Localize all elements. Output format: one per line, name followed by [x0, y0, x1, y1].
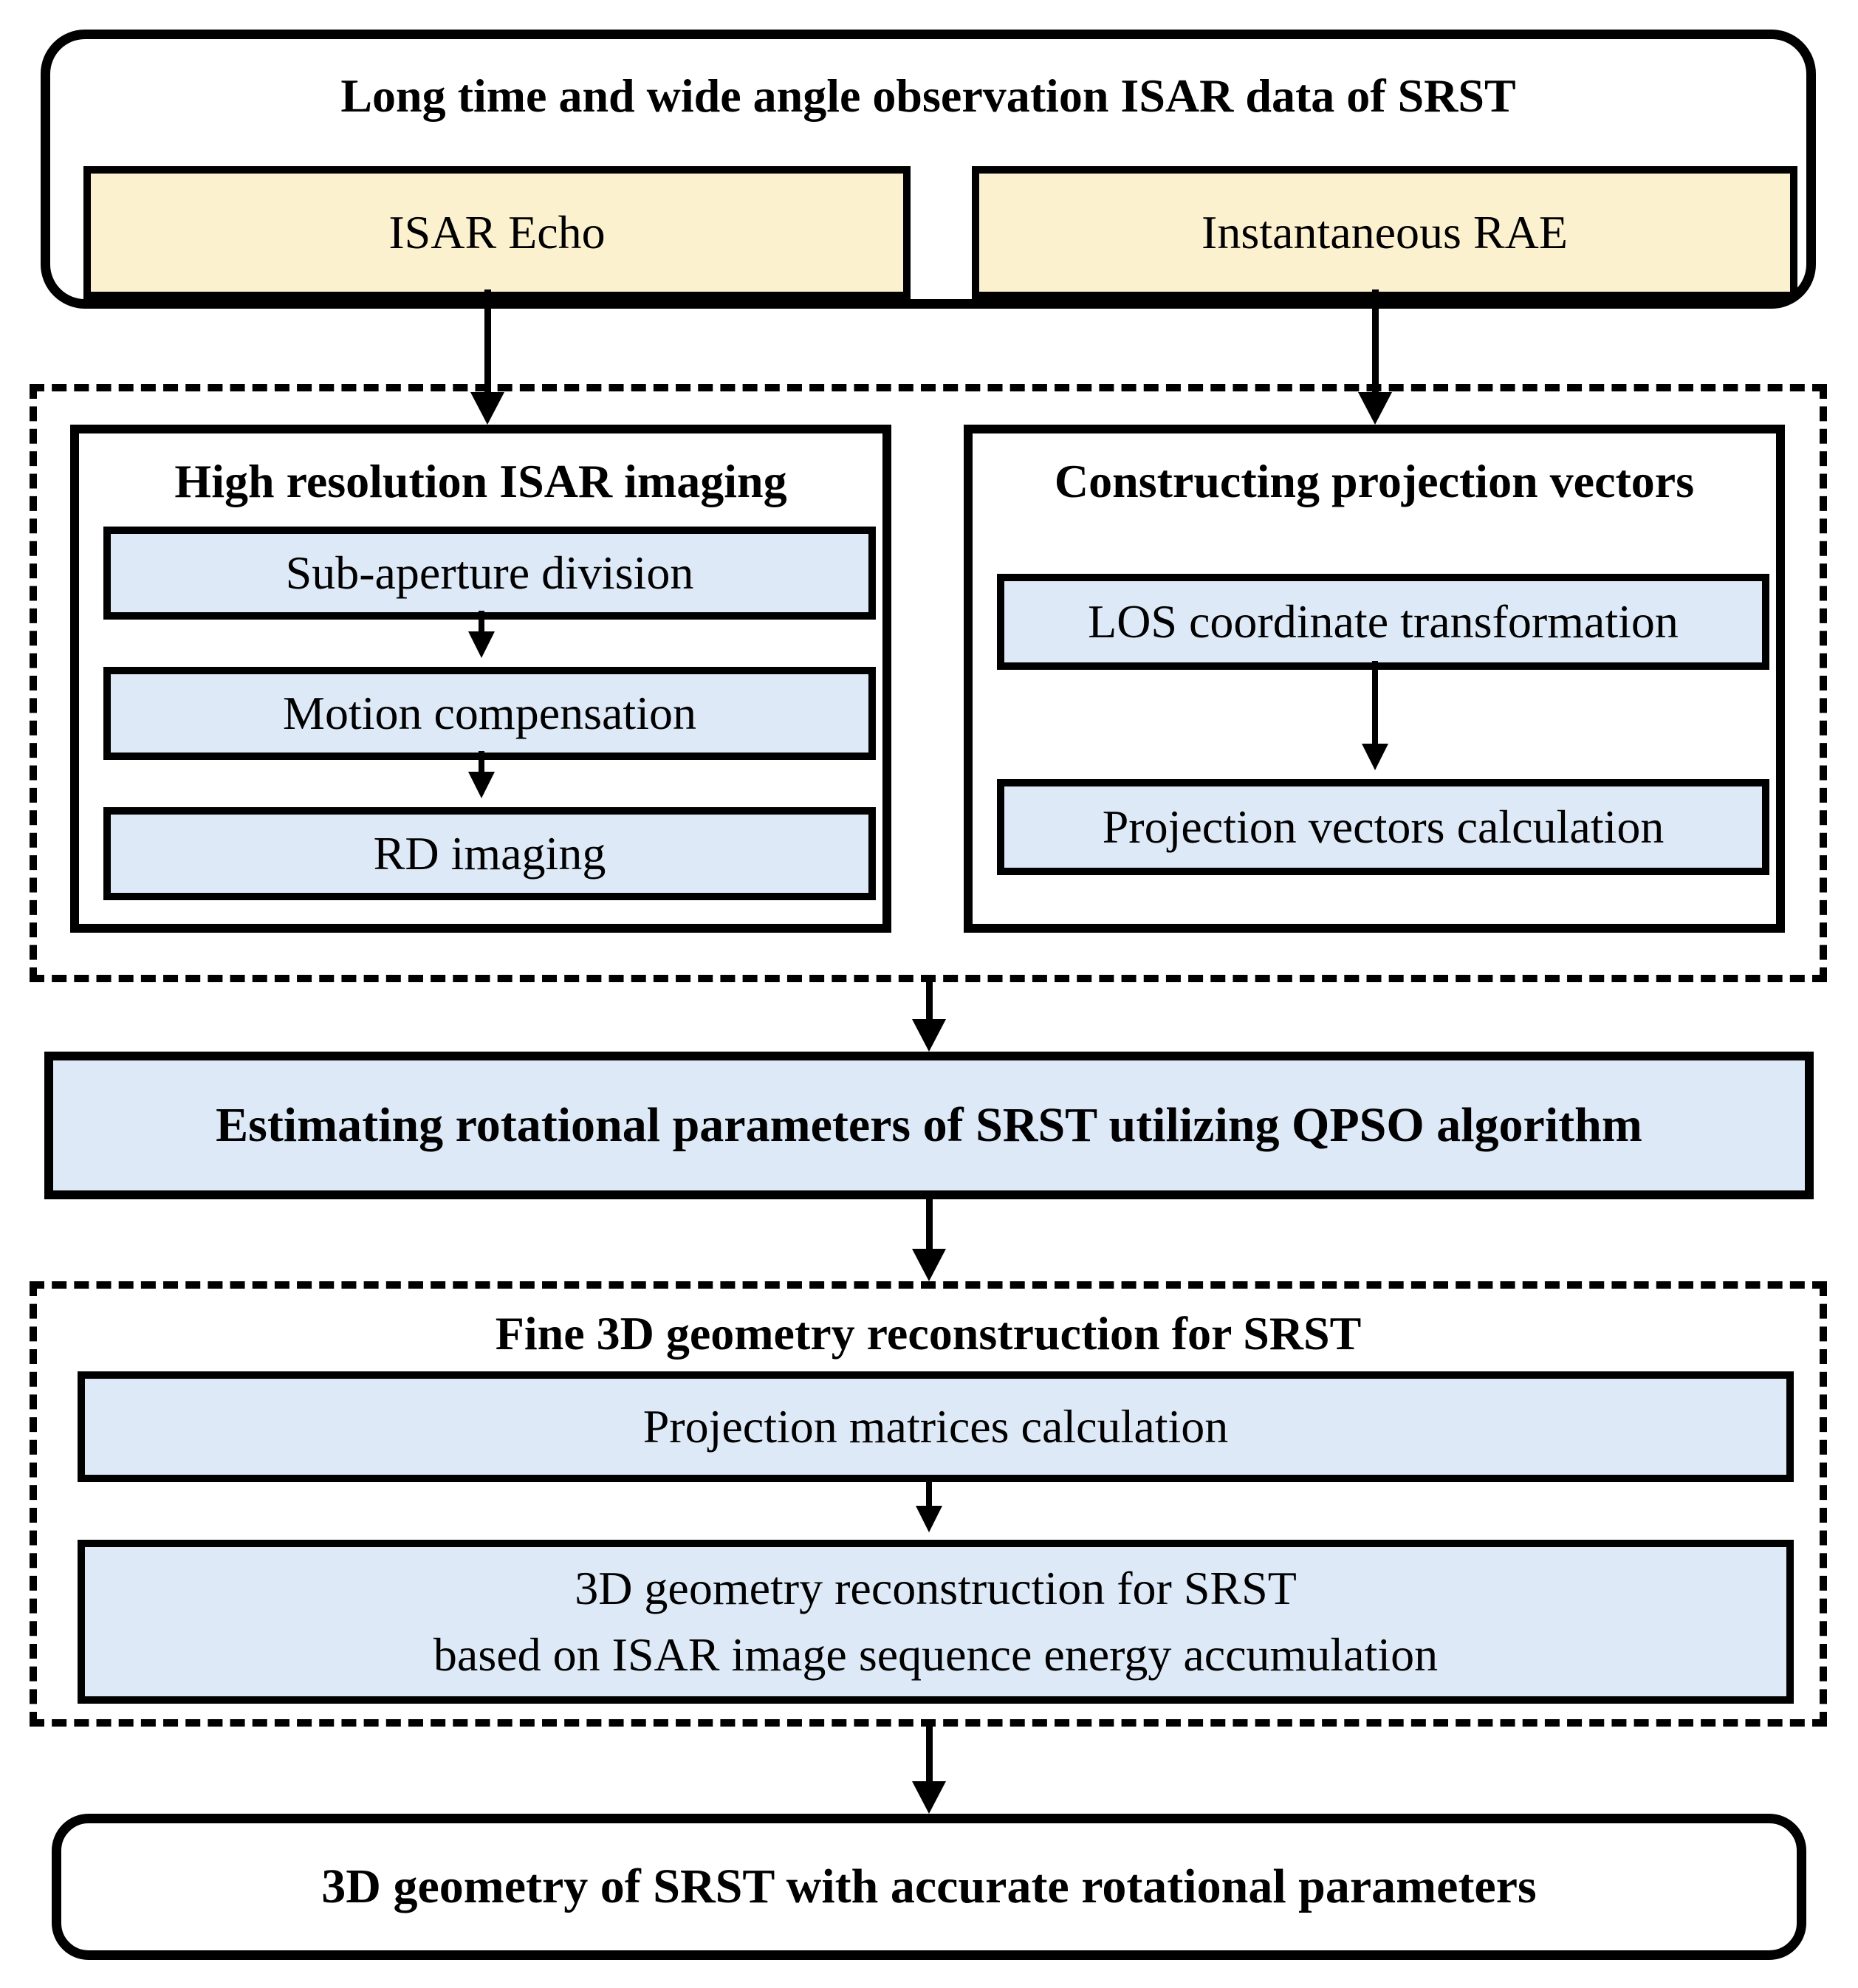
qpso-estimation-label: Estimating rotational parameters of SRST… [216, 1098, 1642, 1153]
instantaneous-rae-box: Instantaneous RAE [972, 166, 1797, 299]
projection-matrices-calculation-box: Projection matrices calculation [78, 1371, 1794, 1482]
los-coordinate-transformation-box: LOS coordinate transformation [997, 574, 1769, 670]
arrow-stem [1371, 289, 1379, 392]
arrow-head [470, 392, 504, 425]
imaging-panel: High resolution ISAR imaging Sub-apertur… [70, 425, 891, 933]
arrow-stem [925, 978, 933, 1019]
sub-aperture-division-label: Sub-aperture division [285, 546, 694, 600]
arrow-head [1358, 392, 1392, 425]
output-label: 3D geometry of SRST with accurate rotati… [321, 1860, 1537, 1914]
arrow-motion-to-rd-icon [468, 751, 495, 798]
source-data-title: Long time and wide angle observation ISA… [340, 69, 1516, 122]
arrow-estimation-to-reconstruction-icon [912, 1199, 946, 1281]
rd-imaging-label: RD imaging [373, 827, 606, 880]
arrow-head [912, 1019, 946, 1052]
arrow-stem [925, 1725, 933, 1781]
arrow-head [912, 1249, 946, 1281]
projection-panel-title: Constructing projection vectors [1054, 455, 1695, 507]
los-coordinate-transformation-label: LOS coordinate transformation [1088, 595, 1679, 648]
arrow-head [912, 1781, 946, 1814]
arrow-stem [484, 289, 491, 392]
imaging-panel-title: High resolution ISAR imaging [174, 455, 787, 507]
sub-aperture-division-box: Sub-aperture division [103, 527, 876, 620]
instantaneous-rae-label: Instantaneous RAE [1201, 206, 1568, 259]
projection-matrices-calculation-label: Projection matrices calculation [642, 1400, 1229, 1453]
arrow-head [468, 772, 495, 798]
arrow-los-to-vectors-icon [1362, 661, 1388, 770]
arrow-matrices-to-geometry-icon [916, 1475, 942, 1532]
projection-panel: Constructing projection vectors LOS coor… [964, 425, 1785, 933]
arrow-head [468, 631, 495, 658]
arrow-head [1362, 744, 1388, 770]
arrow-stage1-to-estimation-icon [912, 978, 946, 1052]
arrow-stem [1372, 661, 1378, 744]
projection-vectors-calculation-label: Projection vectors calculation [1102, 801, 1665, 854]
isar-echo-label: ISAR Echo [388, 206, 606, 259]
qpso-estimation-box: Estimating rotational parameters of SRST… [44, 1052, 1814, 1199]
arrow-stem [926, 1475, 932, 1506]
geometry-reconstruction-label: 3D geometry reconstruction for SRST base… [433, 1555, 1438, 1687]
isar-echo-box: ISAR Echo [83, 166, 911, 299]
reconstruction-title: Fine 3D geometry reconstruction for SRST [495, 1307, 1362, 1360]
reconstruction-dashed-container: Fine 3D geometry reconstruction for SRST… [30, 1281, 1827, 1727]
arrow-stem [479, 611, 484, 631]
arrow-echo-to-imaging-icon [470, 289, 504, 425]
arrow-rae-to-projection-icon [1358, 289, 1392, 425]
motion-compensation-label: Motion compensation [283, 687, 696, 740]
projection-vectors-calculation-box: Projection vectors calculation [997, 779, 1769, 875]
source-data-container: Long time and wide angle observation ISA… [41, 30, 1816, 309]
output-box: 3D geometry of SRST with accurate rotati… [52, 1814, 1806, 1960]
geometry-reconstruction-line1: 3D geometry reconstruction for SRST [575, 1562, 1297, 1615]
motion-compensation-box: Motion compensation [103, 667, 876, 760]
arrow-reconstruction-to-output-icon [912, 1725, 946, 1814]
arrow-stem [925, 1199, 933, 1249]
arrow-head [916, 1506, 942, 1532]
arrow-stem [479, 751, 484, 772]
arrow-subaperture-to-motion-icon [468, 611, 495, 658]
geometry-reconstruction-box: 3D geometry reconstruction for SRST base… [78, 1540, 1794, 1704]
geometry-reconstruction-line2: based on ISAR image sequence energy accu… [433, 1628, 1439, 1681]
rd-imaging-box: RD imaging [103, 807, 876, 900]
